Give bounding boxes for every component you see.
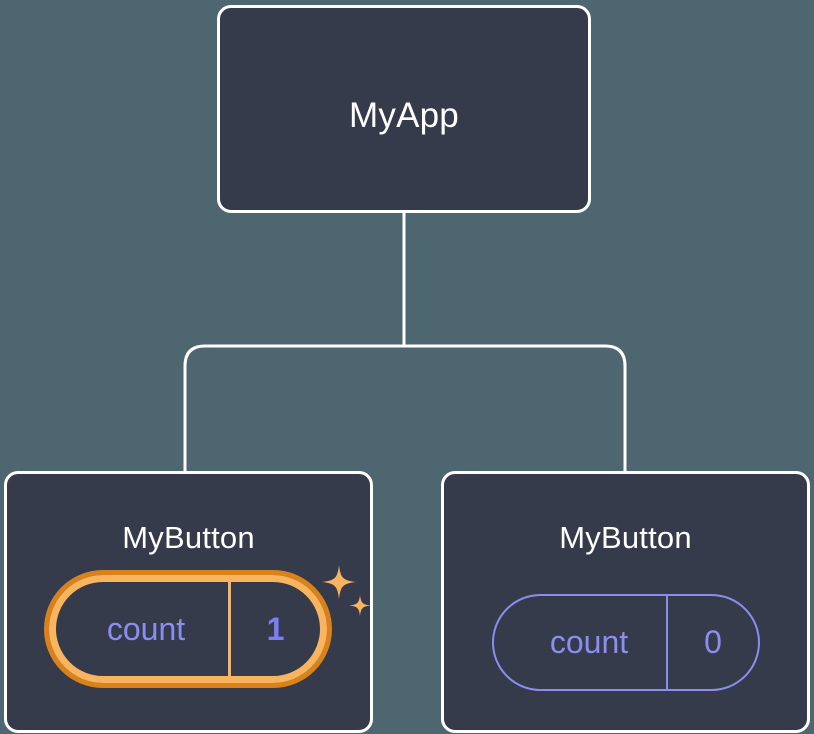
- state-pill-count-inactive[interactable]: count 0: [492, 594, 760, 691]
- node-mybutton-right-label: MyButton: [559, 520, 692, 555]
- state-value-left: 1: [228, 582, 320, 676]
- state-pill-left-wrap: count 1: [44, 565, 371, 688]
- node-myapp[interactable]: MyApp: [217, 5, 591, 213]
- state-key-left: count: [106, 610, 186, 647]
- state-value-right: 0: [666, 596, 758, 689]
- state-pill-count-active[interactable]: count 1: [49, 575, 327, 683]
- edge-bus-to-children: [183, 344, 627, 471]
- state-pill-right-wrap: count 0: [492, 594, 760, 691]
- state-key-right: count: [549, 624, 629, 660]
- node-mybutton-left-label: MyButton: [122, 520, 255, 555]
- state-pill-left-glow: count 1: [44, 570, 332, 688]
- node-myapp-label: MyApp: [349, 96, 459, 135]
